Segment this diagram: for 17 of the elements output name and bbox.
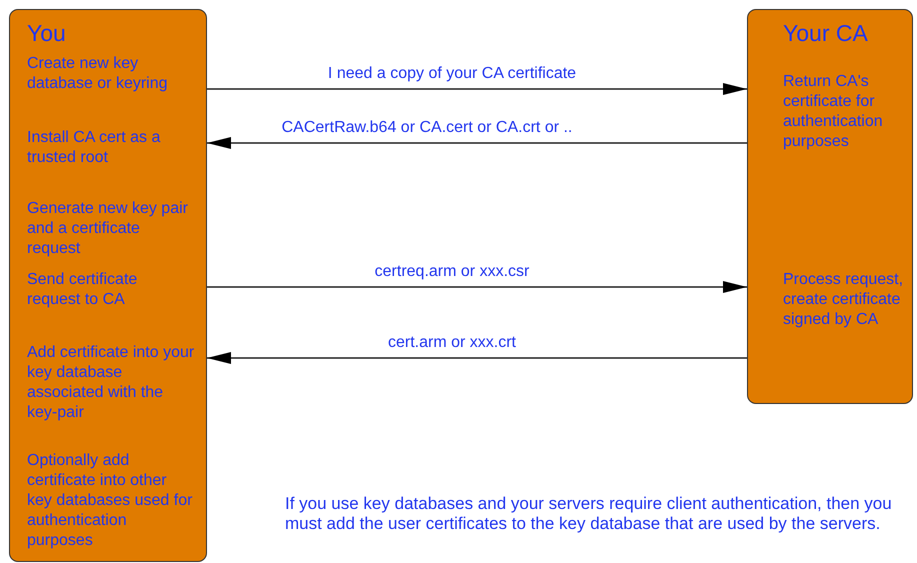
step-text: Create new key database or keyring (27, 54, 169, 94)
arrow (207, 352, 747, 364)
step-text: Add certificate into your key database associated with the key-pair (27, 343, 195, 423)
panel-heading: You (27, 20, 67, 46)
step-text: Return CA's certificate for authentication purposes (783, 72, 884, 152)
step-text: Generate new key pair and a certificate request (27, 199, 189, 259)
arrow (207, 281, 747, 293)
step-text: Send certificate request to CA (27, 270, 138, 310)
arrow (207, 83, 747, 95)
note-text: If you use key databases and your servers require client authentication, then you must add the user certificates to the key database that are used by the servers. (285, 494, 893, 534)
step-text: Install CA cert as a trusted root (27, 128, 162, 168)
arrow (207, 137, 747, 149)
panel-heading: Your CA (783, 20, 869, 46)
step-text: Process request, create certificate signed by CA (783, 270, 904, 330)
actor-panel (747, 9, 913, 404)
step-text: Optionally add certificate into other key databases used for authentication purposes (27, 451, 194, 551)
actor-panel (9, 9, 207, 562)
